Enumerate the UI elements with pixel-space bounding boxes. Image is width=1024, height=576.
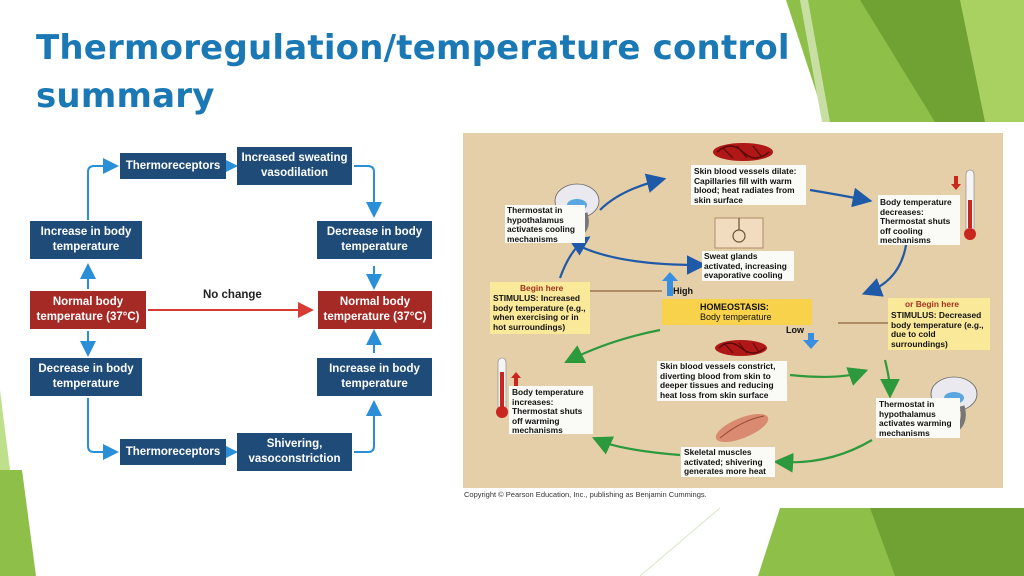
decrease-temp-right-box: Decrease in body temperature: [317, 221, 432, 259]
increase-temp-left-box: Increase in body temperature: [30, 221, 142, 259]
body-temp-decreases-text: Body temperature decreases: Thermostat s…: [880, 197, 952, 245]
body-temp-increases-box: [509, 386, 593, 434]
thermostat-warming-text: Thermostat in hypothalamus activates war…: [879, 399, 952, 438]
thermostat-cooling-text: Thermostat in hypothalamus activates coo…: [507, 205, 575, 244]
stimulus-decreased-text: STIMULUS: Decreased body temperature (e.…: [891, 310, 984, 349]
body-temperature-label: Body temperature: [700, 312, 772, 322]
thermostat-cooling-box: [505, 205, 585, 243]
skin-dilate-box: [691, 165, 806, 205]
low-label: Low: [786, 325, 804, 335]
stimulus-increased-text: STIMULUS: Increased body temperature (e.…: [493, 293, 586, 332]
body-temp-increases-text: Body temperature increases: Thermostat s…: [512, 387, 584, 435]
slide-title: Thermoregulation/temperature control sum…: [36, 28, 790, 116]
sweat-glands-text: Sweat glands activated, increasing evapo…: [704, 251, 787, 280]
homeostasis-box: [662, 299, 812, 325]
high-label: High: [673, 286, 693, 296]
sweating-vasodilation-box: Increased sweating vasodilation: [237, 147, 352, 185]
increase-temp-right-box: Increase in body temperature: [317, 358, 432, 396]
copyright-text: Copyright © Pearson Education, Inc., pub…: [464, 490, 707, 499]
thermoreceptors-bottom-box: Thermoreceptors: [120, 439, 226, 465]
skeletal-muscles-text: Skeletal muscles activated; shivering ge…: [684, 447, 766, 476]
normal-temp-right-box: Normal body temperature (37°C): [318, 291, 432, 329]
no-change-label: No change: [203, 289, 262, 301]
begin-here-left: Begin here: [520, 283, 564, 293]
skeletal-muscles-box: [681, 447, 775, 477]
thermostat-warming-box: [876, 398, 960, 438]
normal-temp-left-box: Normal body temperature (37°C): [30, 291, 146, 329]
shivering-box: Shivering, vasoconstriction: [237, 433, 352, 471]
skin-constrict-text: Skin blood vessels constrict, diverting …: [660, 361, 776, 400]
thermoreceptors-top-box: Thermoreceptors: [120, 153, 226, 179]
decrease-temp-left-box: Decrease in body temperature: [30, 358, 142, 396]
homeostasis-label: HOMEOSTASIS:: [700, 302, 769, 312]
stimulus-increased-box: [490, 282, 590, 334]
skin-constrict-box: [657, 361, 787, 401]
skin-dilate-text: Skin blood vessels dilate: Capillaries f…: [694, 166, 797, 205]
sweat-glands-box: [702, 251, 794, 281]
body-temp-decreases-box: [878, 195, 960, 245]
or-begin-here: or Begin here: [905, 299, 959, 309]
stimulus-decreased-box: [888, 298, 990, 350]
